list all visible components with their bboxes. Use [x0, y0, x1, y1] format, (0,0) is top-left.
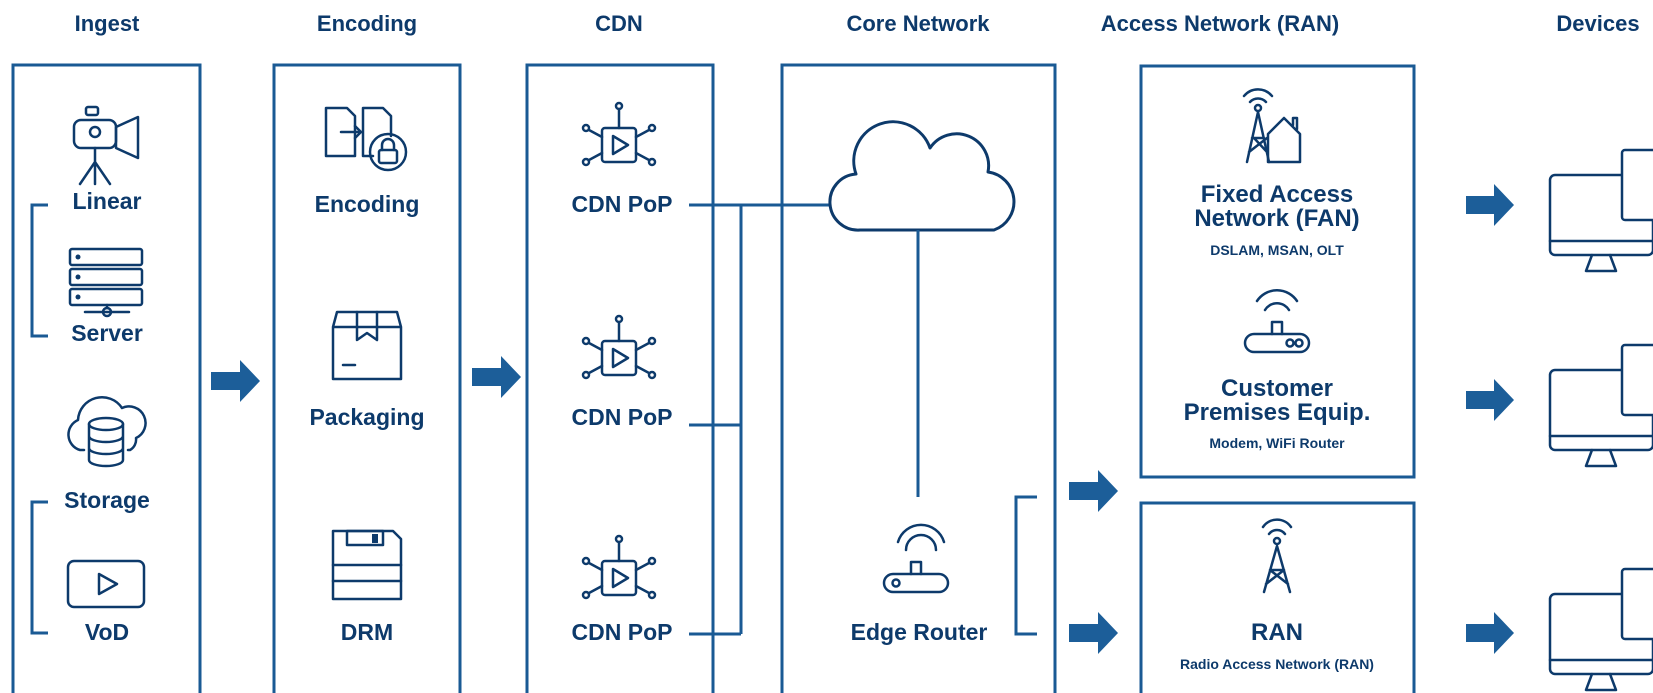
encoding-column-box [272, 63, 462, 693]
ran-subtitle: Radio Access Network (RAN) [1180, 656, 1374, 672]
camera-icon [72, 105, 140, 186]
arrow-core-to-ran [1069, 612, 1118, 654]
label-server: Server [71, 320, 143, 346]
router-icon [1243, 289, 1311, 354]
cdn-column-box [525, 63, 715, 693]
arrow-ingest-to-encoding [211, 360, 260, 402]
label-edge-router: Edge Router [851, 619, 988, 645]
cpe-title-line-2: Premises Equip. [1184, 399, 1371, 426]
header-devices: Devices [1556, 11, 1639, 36]
arrow-cpe-to-device [1466, 379, 1514, 421]
fan-title-line-1: Fixed Access [1201, 181, 1354, 208]
fixed-access-box [1139, 64, 1416, 479]
label-storage: Storage [64, 487, 150, 513]
monitor-icon [1548, 567, 1653, 692]
linear-server-bracket [30, 203, 48, 338]
header-encoding: Encoding [317, 11, 417, 36]
header-ingest: Ingest [75, 11, 140, 36]
label-linear: Linear [72, 188, 141, 214]
cdn-node-icon [581, 101, 657, 167]
fan-subtitle: DSLAM, MSAN, OLT [1210, 242, 1344, 258]
label-cdn-pop-3: CDN PoP [572, 619, 673, 645]
monitor-icon [1548, 148, 1653, 273]
server-icon [68, 247, 144, 318]
label-vod: VoD [85, 619, 129, 645]
arrow-ran-to-device [1466, 612, 1514, 654]
header-access-network: Access Network (RAN) [1101, 11, 1339, 36]
router-icon [882, 523, 950, 594]
arrow-fan-to-device [1466, 184, 1514, 226]
fan-title-line-2: Network (FAN) [1194, 205, 1359, 232]
ran-box [1139, 501, 1416, 693]
header-cdn: CDN [595, 11, 643, 36]
tower-house-icon [1242, 88, 1302, 164]
cloud-icon [828, 120, 1016, 232]
cdn-node-icon [581, 534, 657, 600]
label-cdn-pop-1: CDN PoP [572, 191, 673, 217]
play-icon [66, 559, 146, 609]
floppy-icon [331, 529, 403, 601]
label-encoding: Encoding [315, 191, 420, 217]
cdn-node-icon [581, 314, 657, 380]
cpe-subtitle: Modem, WiFi Router [1209, 435, 1345, 451]
arrow-core-to-fan [1069, 470, 1118, 512]
cpe-title-line-1: Customer [1221, 375, 1333, 402]
connector-pop-bus [689, 205, 743, 636]
arrow-encoding-to-cdn [472, 356, 521, 398]
cloud-database-icon [67, 395, 147, 468]
label-cdn-pop-2: CDN PoP [572, 404, 673, 430]
label-drm: DRM [341, 619, 393, 645]
antenna-tower-icon [1261, 518, 1293, 594]
ingest-column-box [11, 63, 202, 693]
core-network-column-box [780, 63, 1057, 693]
label-packaging: Packaging [309, 404, 424, 430]
header-core-network: Core Network [846, 11, 990, 36]
storage-vod-bracket [30, 500, 48, 635]
file-lock-icon [324, 106, 408, 172]
monitor-icon [1548, 343, 1653, 468]
box-icon [331, 310, 403, 381]
ran-title: RAN [1251, 619, 1303, 646]
router-bracket [1014, 495, 1037, 636]
